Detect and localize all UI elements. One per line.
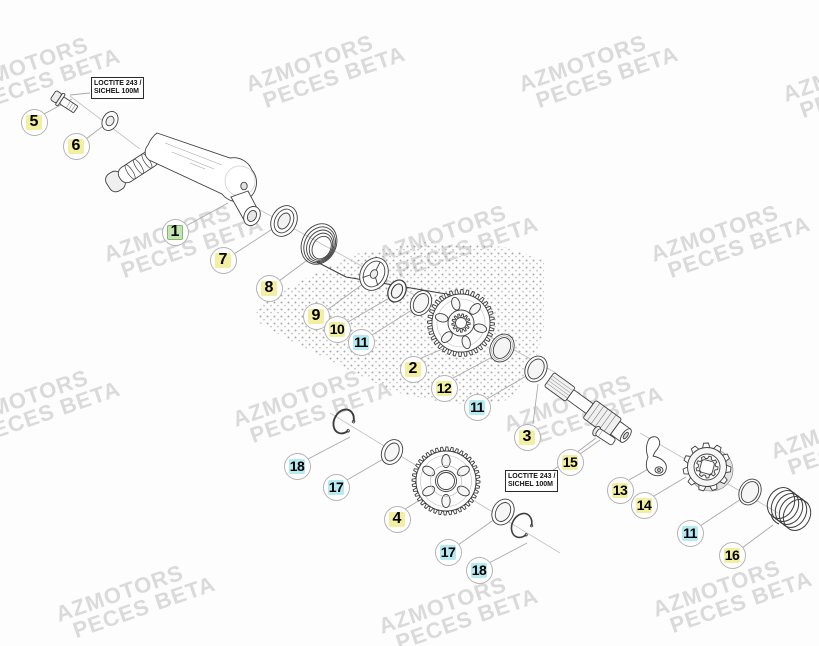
highlight-square [440, 545, 456, 560]
callout-badge-11: 11 [347, 328, 375, 356]
circlip [332, 408, 356, 435]
highlight-square [389, 512, 405, 527]
circlip [510, 512, 534, 539]
callout-number: 16 [724, 547, 740, 563]
callout-number: 15 [562, 454, 578, 470]
ratchet-wheel [682, 442, 734, 492]
callout-badge-3: 3 [513, 423, 541, 451]
callout-number: 9 [311, 307, 321, 324]
seal-ring [270, 205, 298, 237]
callout-number: 18 [471, 562, 487, 578]
highlight-square [68, 139, 84, 154]
washer [101, 111, 119, 131]
callout-number: 4 [392, 510, 402, 527]
highlight-square [329, 322, 345, 337]
highlight-square [519, 430, 535, 445]
callout-number: 5 [29, 113, 39, 130]
callout-badge-6: 6 [62, 132, 90, 160]
o-ring [387, 279, 407, 303]
halftone-stamp [256, 242, 544, 405]
callout-badge-17: 17 [434, 538, 462, 566]
callout-number: 18 [289, 458, 305, 474]
callout-badge-7: 7 [209, 246, 237, 274]
highlight-square [682, 526, 698, 541]
highlight-square [562, 455, 578, 470]
highlight-square [405, 362, 421, 377]
spring-guide-plate [359, 257, 389, 291]
bolt [50, 90, 78, 113]
callout-number: 11 [470, 399, 484, 415]
callout-badge-14: 14 [630, 491, 658, 519]
kickstart-shaft [544, 372, 632, 443]
callout-number: 7 [218, 251, 228, 268]
highlight-square [612, 483, 628, 498]
callout-number: 1 [170, 223, 180, 240]
callout-number: 11 [354, 334, 368, 350]
callout-badge-10: 10 [323, 315, 351, 343]
highlight-square [328, 480, 344, 495]
torsion-spring [300, 223, 459, 297]
callout-badge-16: 16 [718, 541, 746, 569]
highlight-square [724, 548, 740, 563]
callout-number: 17 [328, 479, 344, 495]
callout-number: 13 [612, 482, 628, 498]
callout-badge-13: 13 [606, 476, 634, 504]
callout-number: 2 [408, 360, 418, 377]
flat-washer [491, 498, 515, 526]
loctite-note: LOCTITE 243 /SICHEL 100M [91, 77, 145, 99]
callout-number: 3 [522, 428, 532, 445]
highlight-square [26, 115, 42, 130]
callout-badge-2: 2 [399, 355, 427, 383]
pawl-lever [645, 436, 667, 477]
callout-badge-12: 12 [430, 374, 458, 402]
highlight-square [469, 400, 485, 415]
highlight-square [289, 459, 305, 474]
callout-badge-18: 18 [465, 556, 493, 584]
callout-number: 17 [440, 544, 456, 560]
coil-spring [766, 487, 812, 531]
highlight-square [261, 281, 277, 296]
callout-badge-15: 15 [556, 448, 584, 476]
highlight-square [167, 225, 183, 240]
callout-badge-17: 17 [322, 473, 350, 501]
callout-number: 11 [683, 525, 697, 541]
callout-number: 12 [436, 380, 452, 396]
highlight-square [636, 498, 652, 513]
callout-badge-1: 1 [161, 218, 189, 246]
pin [592, 425, 616, 446]
callout-number: 8 [264, 279, 274, 296]
callout-number: 14 [636, 497, 652, 513]
callout-badge-4: 4 [383, 505, 411, 533]
highlight-square [436, 381, 452, 396]
thrust-washer [524, 355, 548, 383]
callout-number: 6 [71, 137, 81, 154]
kickstart-gear [427, 289, 495, 357]
highlight-square [215, 253, 231, 268]
callout-badge-8: 8 [255, 274, 283, 302]
callout-badge-11: 11 [676, 519, 704, 547]
flat-washer [380, 439, 404, 465]
loctite-note: LOCTITE 243 /SICHEL 100M [505, 470, 559, 492]
callout-badge-18: 18 [283, 452, 311, 480]
bushing-ring [489, 333, 515, 363]
highlight-square [353, 335, 369, 350]
callout-number: 10 [329, 321, 345, 337]
o-ring-shaft [738, 478, 762, 506]
shim-washer [409, 290, 433, 316]
highlight-square [471, 563, 487, 578]
idler-gear [411, 446, 481, 516]
callout-badge-11: 11 [463, 393, 491, 421]
highlight-square [308, 309, 324, 324]
callout-badge-5: 5 [20, 108, 48, 136]
kickstart-lever [105, 132, 261, 227]
